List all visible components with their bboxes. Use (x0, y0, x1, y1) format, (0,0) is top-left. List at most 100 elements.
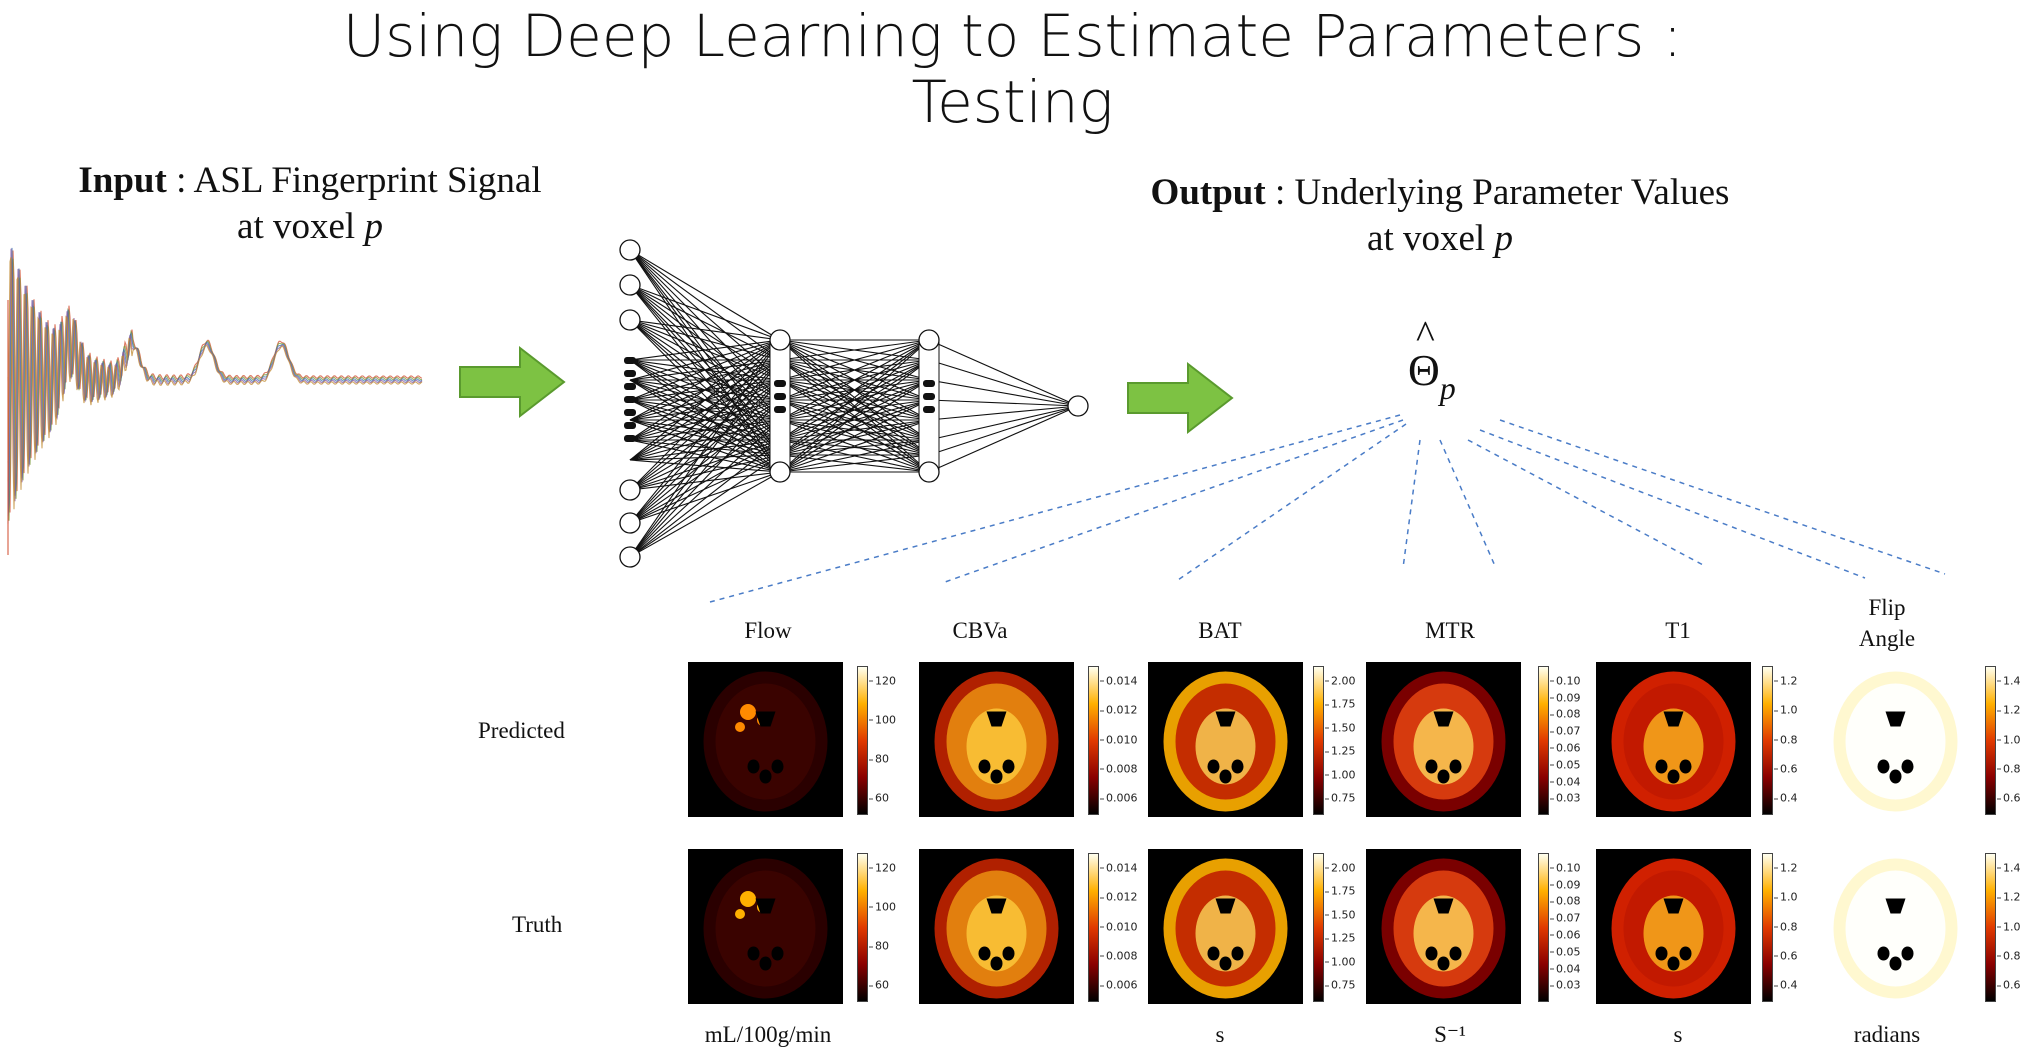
brain-map (703, 858, 828, 999)
ellipsis-dot (624, 435, 636, 442)
edge (779, 419, 930, 456)
colorbar (1313, 666, 1324, 815)
edge (629, 284, 781, 473)
edge (779, 419, 930, 473)
edge (629, 249, 781, 361)
edge (629, 471, 781, 558)
fan-line (1402, 439, 1421, 569)
colorbar-tick-label: 1.0 (1774, 703, 1798, 717)
edge (629, 439, 781, 491)
brain-map (1611, 858, 1736, 999)
brain-map (1381, 858, 1506, 999)
map-mtr-predicted (1366, 662, 1521, 817)
brain-map (1163, 671, 1288, 812)
ellipsis-dot (923, 393, 935, 400)
edge (629, 359, 781, 461)
colorbar-tick-label: 0.4 (1774, 978, 1798, 992)
edge (629, 339, 781, 421)
output-fan-lines (709, 414, 1946, 603)
colorbar (1088, 853, 1099, 1002)
edge (779, 339, 930, 456)
colorbar-tick-label: 0.4 (1774, 791, 1798, 805)
edge (629, 419, 781, 491)
edge (629, 359, 781, 491)
edge (779, 379, 930, 441)
edge (629, 249, 781, 473)
colorbar (1762, 853, 1773, 1002)
edge (629, 419, 781, 461)
input-heading: Input : ASL Fingerprint Signal at voxel … (30, 158, 590, 250)
colorbar-tick-label: 60 (869, 978, 889, 992)
unit-label-flip-angle: radians (1853, 1022, 1921, 1047)
hidden-node (918, 329, 940, 351)
row-label-predicted: Predicted (478, 718, 565, 743)
unit-label-t1: s (1673, 1022, 1683, 1047)
unit-label-flow: mL/100g/min (704, 1022, 832, 1047)
edge (629, 454, 781, 491)
colorbar-tick-label: 0.04 (1550, 962, 1581, 975)
colorbar-tick-label: 0.03 (1550, 791, 1581, 805)
colorbar-tick-label: 1.2 (1774, 861, 1798, 875)
colorbar-tick-label: 0.04 (1550, 775, 1581, 788)
ellipsis-dot (624, 422, 636, 429)
colorbar-tick-label: 1.0 (1997, 733, 2021, 746)
edge (629, 339, 781, 461)
edge (629, 339, 781, 361)
colorbar-tick-label: 0.006 (1100, 791, 1138, 805)
colorbar-tick-label: 100 (869, 900, 896, 914)
edge (779, 419, 930, 441)
colorbar-tick-label: 0.010 (1100, 920, 1138, 933)
edge (629, 249, 781, 381)
edge (779, 399, 930, 441)
colorbar-tick-label: 0.05 (1550, 758, 1581, 772)
ellipsis-dot (624, 396, 636, 403)
theta-hat-symbol: ^ Θp (1408, 312, 1456, 406)
edge (629, 454, 781, 461)
column-label-flow: Flow (744, 618, 792, 643)
edge (629, 419, 781, 456)
colorbar-tick-label: 1.0 (1774, 890, 1798, 904)
column-label-bat: BAT (1198, 618, 1242, 643)
ellipsis-dot (923, 380, 935, 387)
colorbar-tick-label: 0.08 (1550, 707, 1581, 721)
colorbar-tick-label: 2.00 (1325, 861, 1356, 875)
edge (928, 405, 1079, 441)
edge (928, 339, 1079, 407)
ellipsis-dot (624, 409, 636, 416)
edge (928, 359, 1079, 407)
edge (629, 359, 781, 456)
edge (629, 471, 781, 524)
edge (629, 379, 781, 461)
fingerprint-signal-plot (7, 247, 423, 555)
column-label-line: Angle (1858, 626, 1916, 651)
map-mtr-truth (1366, 849, 1521, 1004)
unit-label-mtr: S⁻¹ (1434, 1022, 1466, 1047)
colorbar-tick-label: 0.6 (1997, 791, 2021, 805)
edge (629, 399, 781, 456)
edge (629, 419, 781, 473)
edge (629, 249, 781, 341)
edge (928, 405, 1079, 473)
input-node (619, 479, 641, 501)
colorbar-tick-label: 0.8 (1774, 733, 1798, 746)
column-label-t1: T1 (1665, 618, 1691, 643)
edge (629, 284, 781, 381)
colorbar-tick-label: 1.2 (1774, 674, 1798, 688)
edge (779, 339, 930, 401)
colorbar-tick-label: 0.6 (1997, 978, 2021, 992)
fan-line (1174, 423, 1407, 583)
brain-map (1611, 671, 1736, 812)
colorbar-tick-label: 0.10 (1550, 861, 1581, 875)
output-heading-bold: Output (1150, 172, 1266, 213)
brain-map (934, 858, 1059, 999)
unit-label-bat: s (1215, 1022, 1225, 1047)
brain-map (1381, 671, 1506, 812)
fan-line (1479, 429, 1866, 579)
input-node (619, 239, 641, 261)
edge (779, 379, 930, 456)
theta-subscript: p (1439, 370, 1456, 406)
brain-map (1163, 858, 1288, 999)
fan-line (1439, 439, 1496, 567)
